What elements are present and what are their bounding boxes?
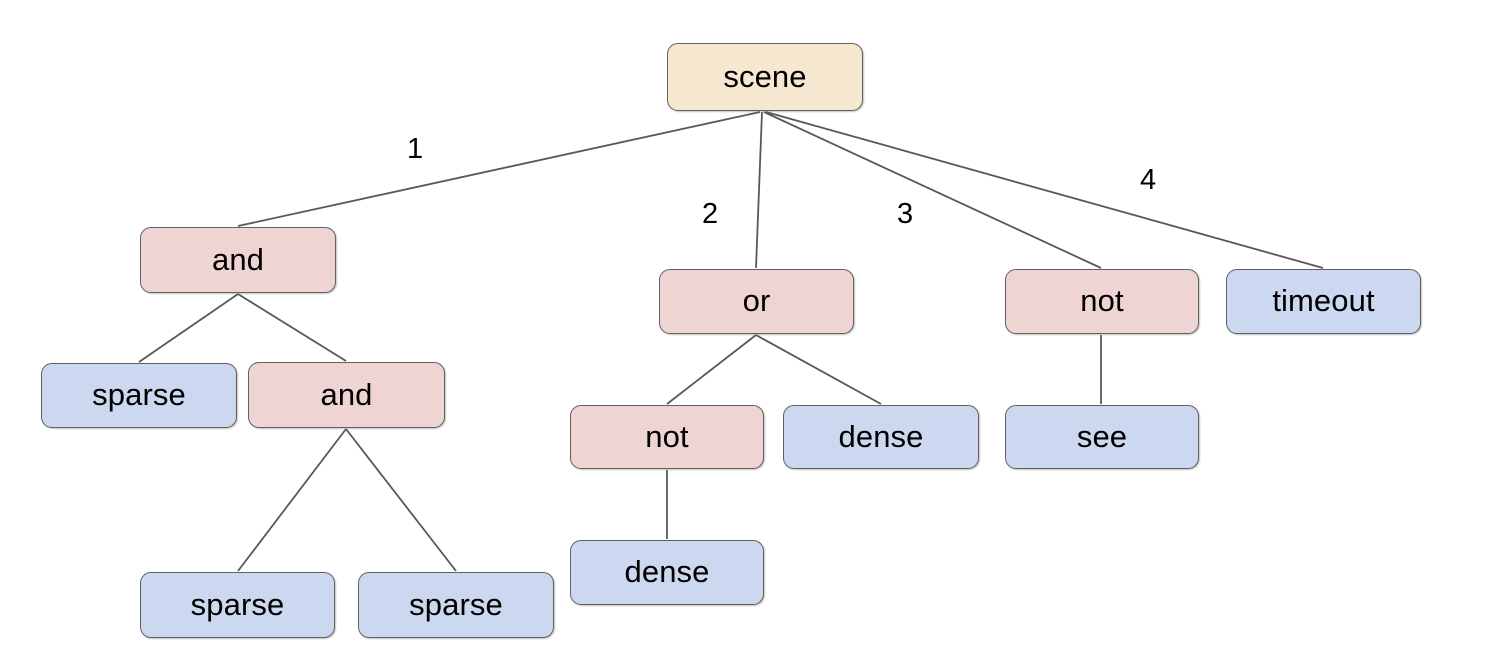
tree-edge xyxy=(237,293,347,362)
tree-node-label: sparse xyxy=(409,586,503,622)
tree-edge xyxy=(138,293,239,363)
tree-node-sparse1[interactable]: sparse xyxy=(41,363,237,428)
tree-node-label: timeout xyxy=(1272,283,1375,318)
tree-edge xyxy=(765,111,1324,269)
tree-node-dense2[interactable]: dense xyxy=(570,540,764,605)
tree-node-or1[interactable]: or xyxy=(659,269,854,334)
tree-node-sparse2[interactable]: sparse xyxy=(140,572,335,638)
tree-node-not1[interactable]: not xyxy=(1005,269,1199,334)
tree-node-label: or xyxy=(742,283,771,318)
tree-edge xyxy=(763,111,1102,269)
tree-node-label: dense xyxy=(624,554,710,589)
tree-node-dense1[interactable]: dense xyxy=(783,405,979,469)
tree-node-label: sparse xyxy=(92,377,186,412)
tree-node-and1[interactable]: and xyxy=(140,227,336,293)
tree-node-label: and xyxy=(320,376,373,412)
tree-node-label: not xyxy=(645,418,689,454)
tree-node-scene[interactable]: scene xyxy=(667,43,863,111)
tree-node-not2[interactable]: not xyxy=(570,405,764,469)
tree-node-label: see xyxy=(1076,418,1128,454)
tree-edge xyxy=(345,428,457,572)
tree-node-label: not xyxy=(1080,283,1124,318)
tree-node-label: sparse xyxy=(190,586,285,622)
tree-node-sparse3[interactable]: sparse xyxy=(358,572,554,638)
tree-edge xyxy=(755,334,882,405)
tree-edge xyxy=(237,111,761,227)
edge-label-scene-and1: 1 xyxy=(407,133,424,165)
tree-edge xyxy=(755,111,763,269)
tree-node-see1[interactable]: see xyxy=(1005,405,1199,469)
tree-node-label: scene xyxy=(723,58,807,94)
edge-label-scene-or1: 2 xyxy=(702,198,719,230)
tree-node-label: dense xyxy=(838,418,924,454)
tree-edge xyxy=(237,428,347,572)
tree-node-and2[interactable]: and xyxy=(248,362,445,428)
tree-node-label: and xyxy=(211,241,265,277)
tree-edge xyxy=(666,334,757,405)
edge-label-scene-not1: 3 xyxy=(897,198,914,230)
edge-label-scene-timeout1: 4 xyxy=(1140,164,1157,196)
tree-node-timeout1[interactable]: timeout xyxy=(1226,269,1421,334)
